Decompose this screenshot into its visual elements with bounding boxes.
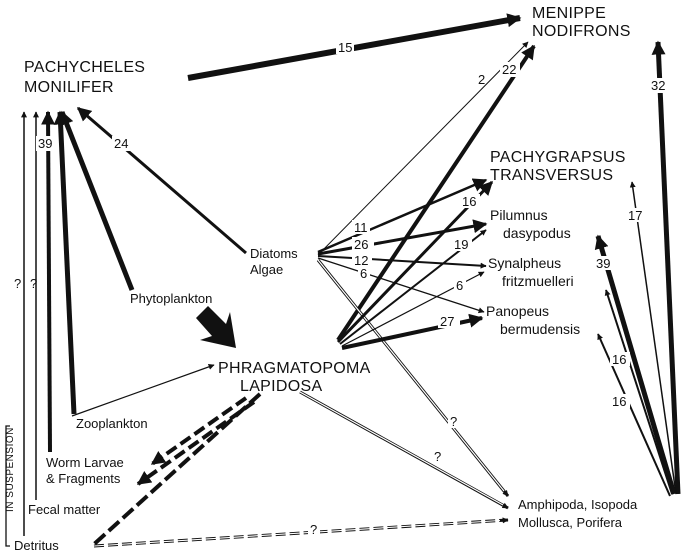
value-phragmatopoma-to-panopeus: 27 bbox=[440, 314, 454, 329]
value-phragmatopoma-to-amphipoda-unknown: ? bbox=[434, 449, 441, 464]
arrow-phragmatopoma-to-menippe bbox=[336, 44, 536, 342]
arrow-diatoms-to-panopeus bbox=[317, 257, 485, 314]
arrow-phragmatopoma-to-pachygrapsus bbox=[336, 180, 494, 344]
arrow-zooplankton-to-pachycheles bbox=[53, 110, 77, 415]
arrow-detritus-to-amphipoda-inner bbox=[93, 519, 501, 547]
label-synalpheus-line2: fritzmuelleri bbox=[502, 273, 574, 289]
label-menippe-line1: MENIPPE bbox=[532, 5, 606, 22]
value-phragmatopoma-to-synalpheus: 6 bbox=[456, 278, 463, 293]
arrow-diatoms-to-menippe bbox=[317, 41, 529, 256]
arrow-phytoplankton-to-pachycheles bbox=[59, 110, 135, 291]
arrow-phragmatopoma-to-panopeus bbox=[341, 313, 484, 350]
value-diatoms-to-pilumnus: 26 bbox=[354, 237, 368, 252]
label-phragmatopoma-line2: LAPIDOSA bbox=[240, 378, 322, 395]
value-amphipoda-to-pachygrapsus: 17 bbox=[628, 208, 642, 223]
label-fecal-matter: Fecal matter bbox=[28, 502, 101, 517]
value-diatoms-to-amphipoda-unknown: ? bbox=[450, 414, 457, 429]
value-detritus-to-amphipoda-unknown: ? bbox=[310, 522, 317, 537]
value-diatoms-to-menippe: 2 bbox=[478, 72, 485, 87]
value-diatoms-to-panopeus: 6 bbox=[360, 266, 367, 281]
label-panopeus-line1: Panopeus bbox=[486, 303, 549, 319]
label-worm-larvae-line1: Worm Larvae bbox=[46, 455, 124, 470]
label-phragmatopoma-line1: PHRAGMATOPOMA bbox=[218, 360, 371, 377]
value-diatoms-to-pachycheles: 24 bbox=[114, 136, 128, 151]
value-diatoms-to-synalpheus: 12 bbox=[354, 253, 368, 268]
value-amphipoda-to-pilumnus: 39 bbox=[596, 256, 610, 271]
arrow-amphipoda-to-synalpheus bbox=[604, 289, 673, 495]
value-phytoplankton-to-pachycheles: 39 bbox=[38, 136, 52, 151]
value-amphipoda-to-synalpheus: 16 bbox=[612, 352, 626, 367]
in-suspension-bracket bbox=[5, 425, 10, 547]
label-pachycheles-line2: MONILIFER bbox=[24, 79, 114, 96]
arrow-diatoms-to-pachycheles bbox=[76, 106, 247, 255]
flow-value-labels: 15 2 22 32 24 39 11 26 12 6 16 19 6 27 1… bbox=[14, 40, 669, 537]
arrow-diatoms-to-pilumnus bbox=[317, 219, 488, 256]
label-pachygrapsus-line1: PACHYGRAPSUS bbox=[490, 149, 626, 166]
value-diatoms-to-pachygrapsus: 11 bbox=[354, 220, 368, 235]
label-amphipoda-line1: Amphipoda, Isopoda bbox=[518, 497, 638, 512]
species-labels: MENIPPE NODIFRONS PACHYCHELES MONILIFER … bbox=[24, 5, 638, 530]
arrow-amphipoda-to-menippe bbox=[651, 40, 681, 495]
label-menippe-line2: NODIFRONS bbox=[532, 23, 631, 40]
arrow-diatoms-to-amphipoda-inner bbox=[317, 259, 505, 492]
arrow-phragmatopoma-to-amphipoda-inner bbox=[299, 391, 504, 506]
label-pilumnus-line1: Pilumnus bbox=[490, 207, 548, 223]
label-panopeus-line2: bermudensis bbox=[500, 321, 580, 337]
arrow-phragmatopoma-to-worm-larvae bbox=[150, 396, 248, 466]
arrow-phragmatopoma-to-fecal bbox=[136, 400, 256, 486]
label-phytoplankton: Phytoplankton bbox=[130, 291, 212, 306]
arrow-phytoplankton-to-phragmatopoma bbox=[196, 306, 236, 348]
label-zooplankton: Zooplankton bbox=[76, 416, 148, 431]
arrow-diatoms-to-pachygrapsus bbox=[317, 178, 488, 254]
value-fecal-unknown: ? bbox=[14, 276, 21, 291]
value-amphipoda-to-panopeus: 16 bbox=[612, 394, 626, 409]
value-phragmatopoma-to-menippe: 22 bbox=[502, 62, 516, 77]
label-in-suspension: IN SUSPENSION bbox=[5, 427, 16, 512]
label-diatoms-line1: Diatoms bbox=[250, 246, 298, 261]
value-detritus-unknown: ? bbox=[30, 276, 37, 291]
value-amphipoda-to-menippe: 32 bbox=[651, 78, 665, 93]
label-detritus: Detritus bbox=[14, 538, 59, 553]
arrow-diatoms-to-synalpheus bbox=[317, 255, 487, 269]
label-pachygrapsus-line2: TRANSVERSUS bbox=[490, 167, 613, 184]
food-labels: Diatoms Algae Phytoplankton Zooplankton … bbox=[5, 246, 298, 553]
label-pachycheles-line1: PACHYCHELES bbox=[24, 59, 145, 76]
value-phragmatopoma-to-pachygrapsus: 16 bbox=[462, 194, 476, 209]
label-pilumnus-line2: dasypodus bbox=[503, 225, 571, 241]
value-pachycheles-to-menippe: 15 bbox=[338, 40, 352, 55]
arrow-worm-to-pachycheles bbox=[41, 110, 56, 453]
label-diatoms-line2: Algae bbox=[250, 262, 283, 277]
label-amphipoda-line2: Mollusca, Porifera bbox=[518, 515, 623, 530]
arrow-amphipoda-to-pilumnus bbox=[594, 234, 677, 495]
value-phragmatopoma-to-pilumnus: 19 bbox=[454, 237, 468, 252]
arrow-zooplankton-to-phragmatopoma bbox=[71, 364, 215, 417]
arrow-amphipoda-to-pachygrapsus bbox=[629, 181, 677, 495]
label-worm-larvae-line2: & Fragments bbox=[46, 471, 121, 486]
label-synalpheus-line1: Synalpheus bbox=[488, 255, 561, 271]
